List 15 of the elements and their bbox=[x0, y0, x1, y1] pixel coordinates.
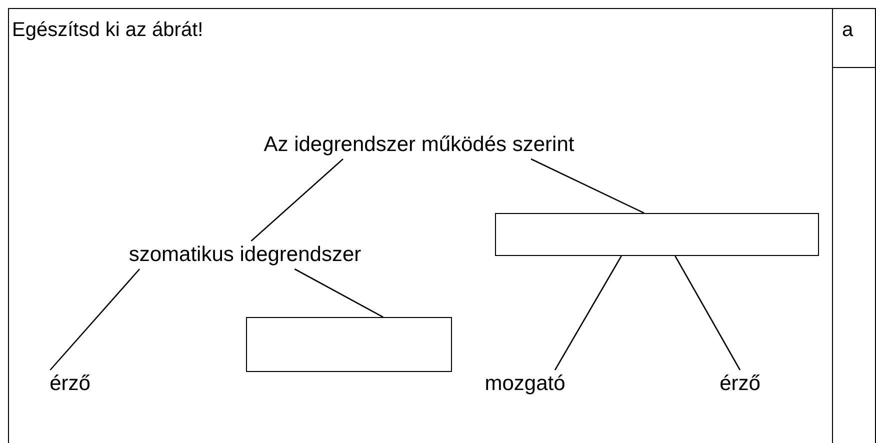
connector-line bbox=[250, 158, 344, 242]
node-label: érző bbox=[40, 370, 100, 398]
connector-line bbox=[530, 158, 644, 214]
node-label: mozgató bbox=[475, 370, 575, 398]
answer-box bbox=[246, 317, 452, 372]
node-label: szomatikus idegrendszer bbox=[90, 241, 400, 269]
connector-line bbox=[554, 256, 622, 370]
node-label: érző bbox=[710, 370, 770, 398]
connector-line bbox=[50, 268, 140, 370]
answer-box bbox=[495, 213, 819, 256]
instruction-title: Egészítsd ki az ábrát! bbox=[12, 18, 204, 42]
cell-letter: a bbox=[842, 18, 854, 42]
connector-line bbox=[294, 268, 384, 318]
node-label: Az idegrendszer működés szerint bbox=[219, 131, 619, 159]
connector-line bbox=[674, 256, 741, 370]
